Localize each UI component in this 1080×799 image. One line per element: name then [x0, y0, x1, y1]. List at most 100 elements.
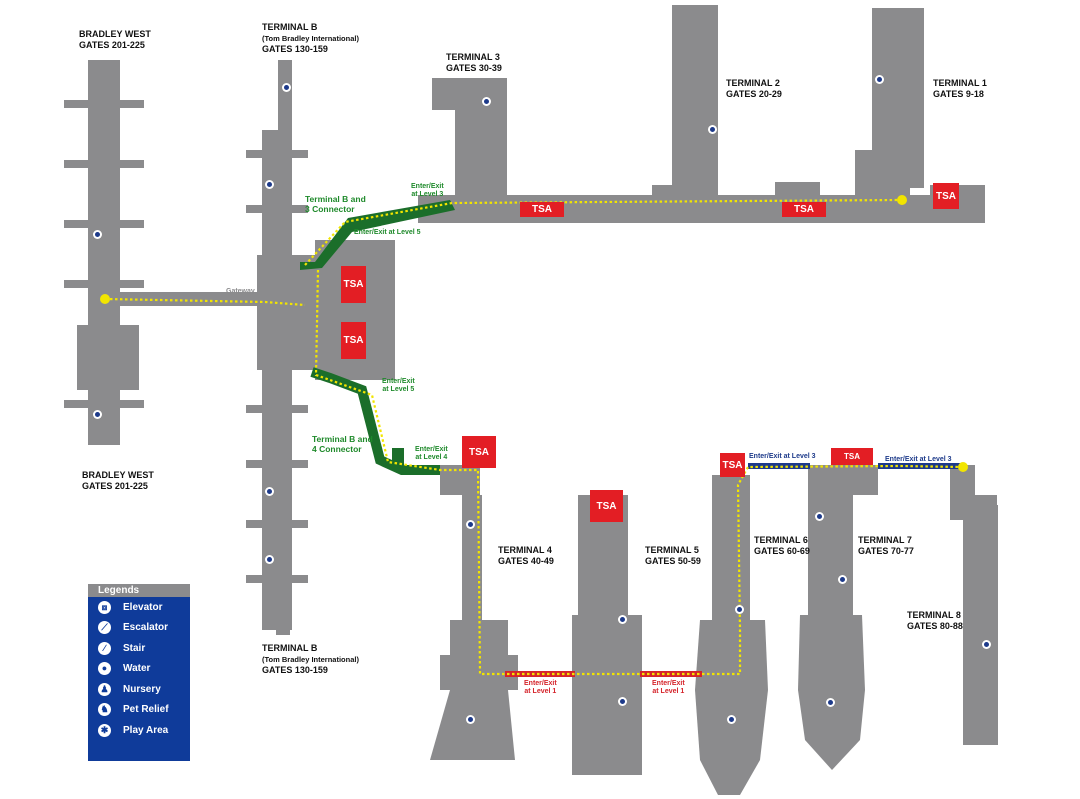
- tsa-checkpoint-t1: TSA: [933, 183, 959, 209]
- tsa-checkpoint-t5: TSA: [590, 490, 623, 522]
- terminal-gates: GATES 201-225: [79, 40, 145, 50]
- terminal-b-4-connector: [310, 367, 440, 475]
- water-icon: [838, 575, 847, 584]
- terminal-gates: GATES 9-18: [933, 89, 984, 99]
- water-icon: [93, 410, 102, 419]
- water-icon: [265, 180, 274, 189]
- terminal-name: TERMINAL B: [262, 643, 318, 653]
- terminal-name: TERMINAL 1: [933, 78, 987, 88]
- label-terminal-7: TERMINAL 7 GATES 70-77: [858, 535, 914, 557]
- legend-label: Water: [123, 663, 151, 675]
- gateway-bridge: [105, 292, 265, 306]
- water-icon: [708, 125, 717, 134]
- water-icon: [826, 698, 835, 707]
- route-endpoint-terminal-1: [897, 195, 907, 205]
- label-terminal-6: TERMINAL 6 GATES 60-69: [754, 535, 810, 557]
- terminal-gates: GATES 70-77: [858, 546, 914, 556]
- note-exit-level-3-t8: Enter/Exit at Level 3: [885, 456, 952, 463]
- label-bradley-west-bottom: BRADLEY WEST GATES 201-225: [82, 470, 154, 492]
- legend-panel: Legends ⧈ Elevator ⟋ Escalator ∕ Stair ●…: [88, 584, 190, 761]
- water-icon: [618, 615, 627, 624]
- terminal-b-4-connector-stub: [392, 448, 404, 468]
- terminal-gates: GATES 50-59: [645, 556, 701, 566]
- terminal-b-3-connector: [300, 200, 455, 270]
- terminal-gates: GATES 30-39: [446, 63, 502, 73]
- terminal-name: TERMINAL 5: [645, 545, 699, 555]
- water-icon: [875, 75, 884, 84]
- play-area-icon: ✱: [98, 723, 111, 737]
- water-icon: [265, 487, 274, 496]
- legend-label: Play Area: [123, 724, 169, 736]
- legend-item-escalator: ⟋ Escalator: [88, 618, 190, 639]
- terminal-name: BRADLEY WEST: [79, 29, 151, 39]
- note-exit-level-1-b: Enter/Exit at Level 1: [652, 680, 685, 695]
- terminal-8-building: [950, 465, 998, 745]
- terminal-name: TERMINAL 3: [446, 52, 500, 62]
- water-icon: [265, 555, 274, 564]
- legend-item-nursery: ♟ Nursery: [88, 679, 190, 700]
- terminal-name: TERMINAL 4: [498, 545, 552, 555]
- legend-label: Stair: [123, 642, 146, 654]
- terminal-subtitle: (Tom Bradley International): [262, 655, 359, 664]
- tsa-checkpoint-b-lower: TSA: [341, 322, 366, 359]
- label-terminal-2: TERMINAL 2 GATES 20-29: [726, 78, 782, 100]
- label-terminal-b-top: TERMINAL B (Tom Bradley International) G…: [262, 22, 359, 55]
- note-exit-level-5-top: Enter/Exit at Level 5: [354, 229, 421, 236]
- tsa-checkpoint-t7: TSA: [831, 448, 873, 465]
- terminal-7-building: [798, 465, 878, 770]
- terminal-name: TERMINAL 7: [858, 535, 912, 545]
- route-endpoint-terminal-8: [958, 462, 968, 472]
- terminal-gates: GATES 80-88: [907, 621, 963, 631]
- label-bradley-west-top: BRADLEY WEST GATES 201-225: [79, 29, 151, 51]
- legend-item-water: ● Water: [88, 659, 190, 680]
- terminal-name: TERMINAL 2: [726, 78, 780, 88]
- terminals-1-3-building: [418, 5, 985, 223]
- legend-item-stair: ∕ Stair: [88, 638, 190, 659]
- label-terminal-1: TERMINAL 1 GATES 9-18: [933, 78, 987, 100]
- walking-route: [104, 198, 963, 676]
- legend-label: Elevator: [123, 601, 163, 613]
- water-icon: [727, 715, 736, 724]
- note-exit-level-4: Enter/Exit at Level 4: [415, 446, 448, 461]
- note-exit-level-3-t3: Enter/Exit at Level 3: [411, 183, 444, 198]
- water-icon: ●: [98, 662, 111, 676]
- terminal-name: BRADLEY WEST: [82, 470, 154, 480]
- bradley-west-building: [64, 60, 144, 445]
- stair-icon: ∕: [98, 641, 111, 655]
- tsa-checkpoint-t2: TSA: [782, 202, 826, 217]
- legend-title: Legends: [88, 584, 190, 597]
- water-icon: [482, 97, 491, 106]
- terminal-gates: GATES 130-159: [262, 665, 328, 675]
- water-icon: [982, 640, 991, 649]
- legend-label: Pet Relief: [123, 704, 169, 716]
- terminal-name: TERMINAL 8: [907, 610, 961, 620]
- connector-label-b-3: Terminal B and 3 Connector: [305, 194, 366, 214]
- terminal-5-building: [572, 495, 642, 775]
- terminal-subtitle: (Tom Bradley International): [262, 34, 359, 43]
- terminal-b-building: [246, 60, 317, 635]
- water-icon: [618, 697, 627, 706]
- label-terminal-4: TERMINAL 4 GATES 40-49: [498, 545, 554, 567]
- note-exit-level-5-mid: Enter/Exit at Level 5: [382, 378, 415, 393]
- tsa-checkpoint-t4: TSA: [462, 436, 496, 468]
- connector-label-b-4: Terminal B and 4 Connector: [312, 434, 373, 454]
- tsa-checkpoint-t6: TSA: [720, 453, 745, 477]
- water-icon: [466, 715, 475, 724]
- terminal-gates: GATES 20-29: [726, 89, 782, 99]
- terminal-name: TERMINAL 6: [754, 535, 808, 545]
- label-terminal-b-bottom: TERMINAL B (Tom Bradley International) G…: [262, 643, 359, 676]
- label-terminal-5: TERMINAL 5 GATES 50-59: [645, 545, 701, 567]
- tsa-checkpoint-t3: TSA: [520, 202, 564, 217]
- note-exit-level-3-t6: Enter/Exit at Level 3: [749, 453, 816, 460]
- label-terminal-3: TERMINAL 3 GATES 30-39: [446, 52, 502, 74]
- level-1-walkway-t4-t5: [505, 671, 575, 677]
- legend-item-elevator: ⧈ Elevator: [88, 597, 190, 618]
- tsa-checkpoint-b-upper: TSA: [341, 266, 366, 303]
- terminal-name: TERMINAL B: [262, 22, 318, 32]
- pet-relief-icon: ♞: [98, 703, 111, 717]
- water-icon: [735, 605, 744, 614]
- route-endpoint-bradley-west: [100, 294, 110, 304]
- water-icon: [93, 230, 102, 239]
- elevator-icon: ⧈: [98, 600, 111, 614]
